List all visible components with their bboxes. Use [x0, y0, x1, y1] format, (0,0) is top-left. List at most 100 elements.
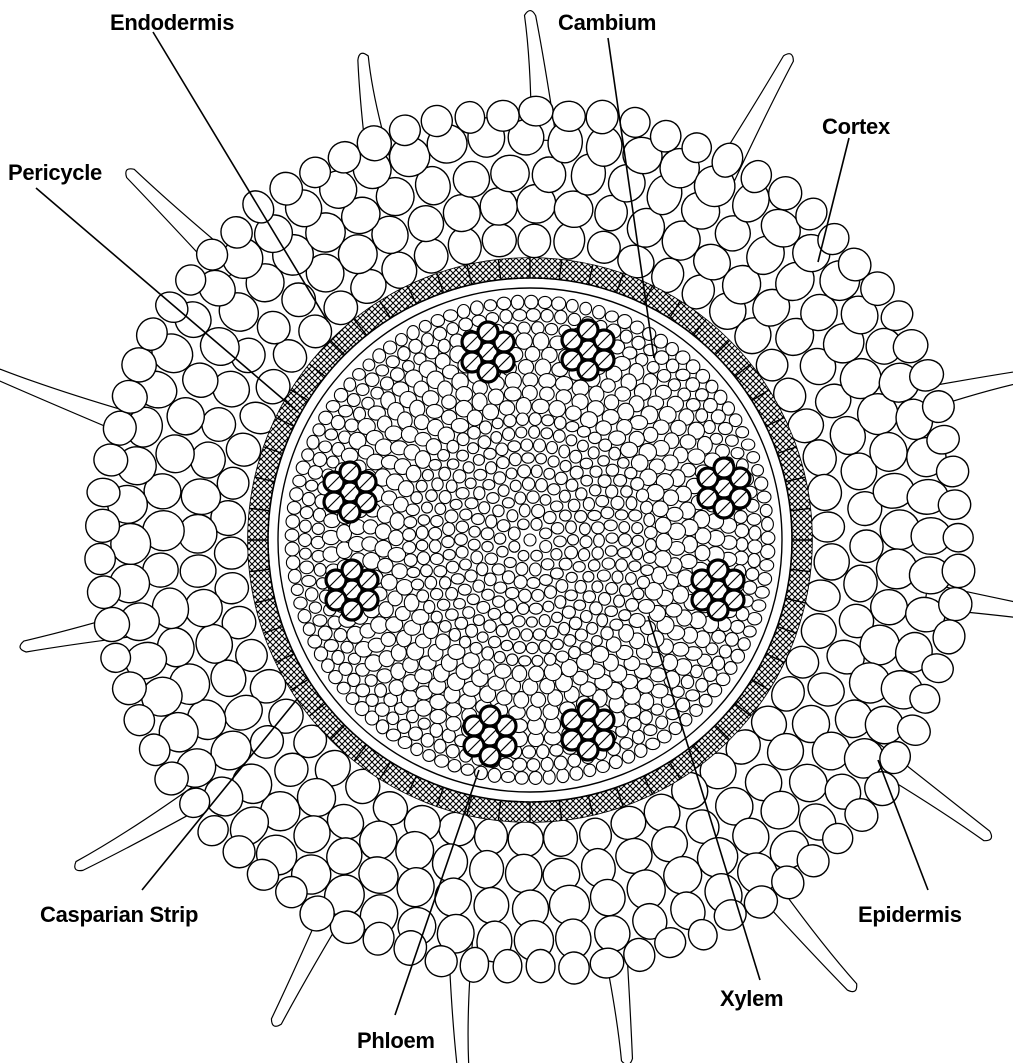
stele-cell [592, 636, 603, 646]
stele-cell [557, 769, 569, 783]
stele-cell [575, 511, 587, 523]
epidermis-cell [526, 949, 556, 983]
stele-cell [339, 662, 352, 675]
stele-cell [554, 756, 567, 770]
stele-cell [543, 770, 555, 784]
stele-cell [621, 442, 638, 457]
stele-cell [485, 553, 498, 564]
stele-cell [308, 466, 322, 480]
stele-cell [541, 428, 553, 439]
cortex-cell [813, 543, 851, 582]
stele-cell [527, 491, 539, 503]
stele-cell [581, 475, 593, 486]
stele-cell [567, 535, 578, 545]
stele-cell [635, 744, 647, 758]
stele-cell [418, 515, 430, 525]
stele-cell [423, 622, 438, 639]
stele-cell [748, 553, 760, 567]
stele-cell [583, 591, 595, 603]
stele-cell [429, 540, 441, 553]
stele-cell [465, 498, 478, 509]
stele-cell [384, 341, 397, 354]
stele-cell [696, 678, 708, 692]
stele-cell [499, 401, 514, 416]
stele-cell [300, 561, 314, 574]
stele-cell [444, 310, 458, 322]
stele-cell [569, 617, 581, 629]
stele-cell [479, 421, 491, 434]
stele-cell [471, 301, 484, 315]
stele-cell [596, 495, 609, 506]
stele-cell [559, 558, 572, 570]
stele-cell [566, 299, 578, 312]
stele-cell [486, 462, 497, 474]
stele-cell [580, 523, 591, 535]
stele-cell [545, 323, 557, 334]
stele-cell [318, 626, 332, 640]
stele-cell [591, 646, 608, 662]
stele-cell [513, 758, 527, 771]
stele-cell [439, 491, 451, 504]
stele-cell [516, 562, 528, 575]
stele-cell [597, 614, 608, 627]
stele-cell [636, 489, 648, 502]
stele-cell [741, 439, 754, 450]
stele-cell [286, 515, 299, 528]
stele-cell [522, 746, 535, 758]
stele-cell [552, 639, 564, 649]
stele-cell [290, 488, 303, 501]
stele-cell [293, 475, 306, 487]
stele-cell [562, 606, 575, 618]
stele-cell [669, 722, 682, 734]
stele-cell [583, 571, 594, 582]
stele-cell [606, 583, 618, 595]
stele-cell [656, 716, 668, 729]
stele-cell [468, 443, 479, 454]
stele-cell [319, 411, 333, 424]
stele-cell [526, 617, 537, 627]
cortex-cell [542, 818, 579, 858]
stele-cell [566, 479, 578, 491]
stele-cell [492, 564, 505, 575]
stele-cell [512, 666, 527, 682]
stele-cell [559, 445, 570, 458]
stele-cell [484, 300, 496, 311]
stele-cell [644, 725, 657, 736]
stele-cell [429, 527, 442, 540]
stele-cell [302, 492, 315, 505]
stele-cell [536, 454, 547, 464]
stele-cell [529, 426, 540, 438]
stele-cell [539, 374, 556, 389]
stele-cell [619, 534, 632, 547]
stele-cell [606, 533, 618, 543]
stele-cell [416, 540, 428, 551]
stele-cell [761, 545, 775, 559]
stele-cell [460, 509, 472, 520]
stele-cell [479, 502, 490, 514]
stele-cell [521, 629, 533, 641]
stele-cell [356, 684, 370, 697]
stele-cell [389, 680, 404, 696]
stele-cell [604, 395, 618, 410]
stele-cell [479, 660, 494, 675]
stele-cell [530, 563, 542, 576]
stele-cell [570, 466, 583, 479]
stele-cell [566, 572, 577, 582]
stele-cell [718, 422, 732, 434]
stele-cell [500, 612, 513, 624]
stele-cell [463, 653, 480, 668]
stele-cell [447, 459, 459, 469]
stele-cell [443, 522, 455, 535]
stele-cell [422, 333, 434, 346]
stele-cell [581, 412, 598, 428]
stele-cell [521, 439, 533, 451]
stele-cell [482, 589, 495, 600]
stele-cell [531, 465, 542, 477]
stele-cell [564, 635, 576, 647]
stele-cell [453, 470, 466, 483]
epidermis-cell [84, 543, 116, 575]
stele-cell [430, 709, 447, 723]
stele-cell [472, 514, 485, 525]
stele-cell [518, 519, 530, 530]
stele-cell [474, 469, 487, 480]
